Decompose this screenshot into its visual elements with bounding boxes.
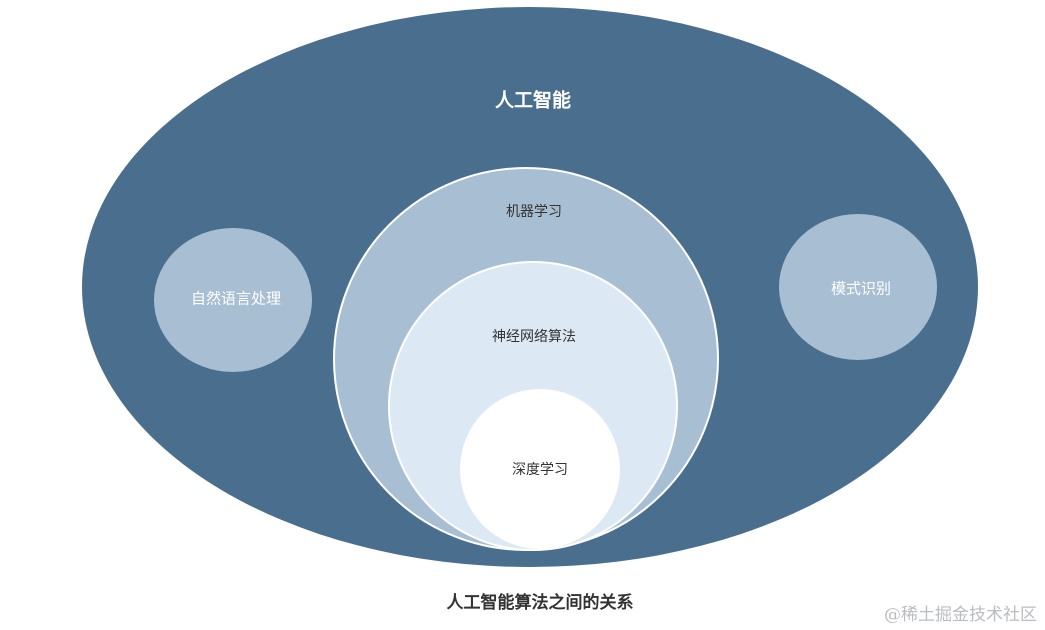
deep-learning-ellipse [460, 389, 620, 549]
machine-learning-label: 机器学习 [506, 204, 562, 220]
neural-network-label: 神经网络算法 [492, 329, 576, 345]
diagram-caption: 人工智能算法之间的关系 [446, 593, 634, 613]
pattern-recognition-ellipse [779, 214, 937, 360]
nlp-ellipse [154, 228, 312, 372]
pattern-recognition-label: 模式识别 [831, 280, 891, 298]
deep-learning-label: 深度学习 [512, 462, 568, 478]
watermark: @稀土掘金技术社区 [884, 605, 1037, 625]
nlp-label: 自然语言处理 [191, 290, 281, 308]
ai-label: 人工智能 [495, 89, 571, 112]
